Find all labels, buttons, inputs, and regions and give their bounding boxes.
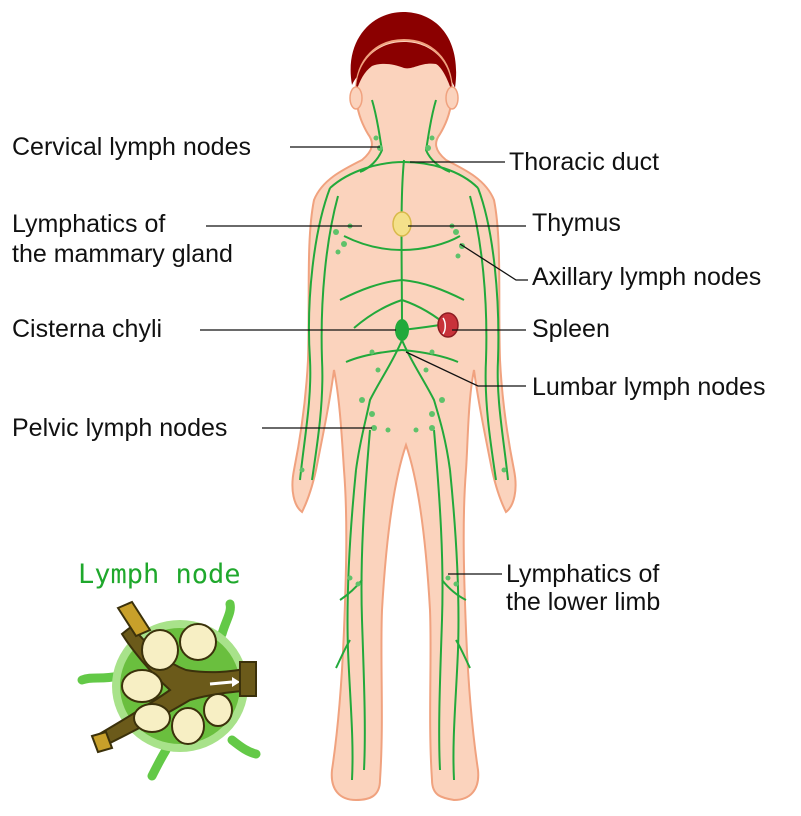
inset-title: Lymph node bbox=[78, 559, 241, 590]
label-thymus: Thymus bbox=[532, 209, 621, 237]
label-cervical-lymph-nodes: Cervical lymph nodes bbox=[12, 133, 251, 161]
label-pelvic-lymph-nodes: Pelvic lymph nodes bbox=[12, 414, 227, 442]
label-spleen: Spleen bbox=[532, 315, 610, 343]
label-axillary-lymph-nodes: Axillary lymph nodes bbox=[532, 263, 761, 291]
efferent-vessel bbox=[240, 662, 256, 696]
afferent-artery bbox=[118, 602, 150, 636]
cisterna-chyli-organ bbox=[395, 319, 409, 341]
lymph-node-inset: Lymph node bbox=[78, 559, 256, 776]
left-ear bbox=[350, 87, 362, 109]
label-cisterna-chyli: Cisterna chyli bbox=[12, 315, 162, 343]
thymus-organ bbox=[393, 212, 411, 236]
label-lower-limb-line1: Lymphatics of bbox=[506, 560, 659, 588]
label-mammary-line1: Lymphatics of bbox=[12, 210, 165, 238]
label-lumbar-lymph-nodes: Lumbar lymph nodes bbox=[532, 373, 765, 401]
label-mammary-line2: the mammary gland bbox=[12, 240, 233, 268]
label-lower-limb-line2: the lower limb bbox=[506, 588, 660, 616]
label-thoracic-duct: Thoracic duct bbox=[509, 148, 659, 176]
efferent-arrow bbox=[210, 682, 232, 684]
spleen-organ bbox=[438, 313, 458, 337]
right-ear bbox=[446, 87, 458, 109]
body-figure bbox=[292, 12, 515, 800]
body-silhouette bbox=[292, 40, 515, 800]
